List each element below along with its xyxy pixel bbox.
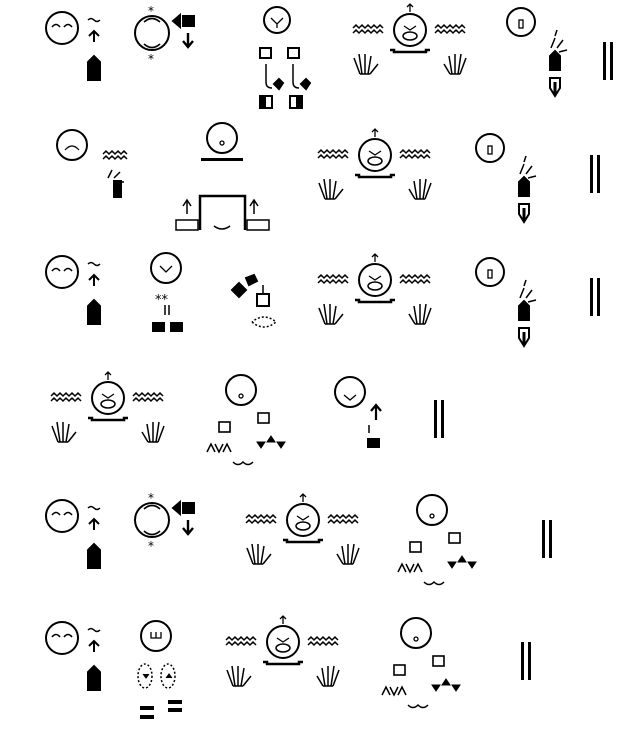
sign-period xyxy=(589,277,601,317)
sign-period xyxy=(433,399,445,439)
sign-face-waves-hands xyxy=(244,492,361,566)
sign-face-hands-curved-arrows xyxy=(259,6,312,109)
sign-face-waves-hand xyxy=(56,129,128,198)
sign-face-waves-hands xyxy=(49,370,166,444)
sign-face-waves-hands xyxy=(351,2,468,76)
sign-face-closed-eyes-fist xyxy=(45,499,101,569)
sign-face-stars-arrow xyxy=(133,489,197,555)
sign-face-closed-eyes-fist xyxy=(45,621,101,691)
sign-line-1 xyxy=(45,2,614,109)
sign-line-5 xyxy=(45,489,553,586)
svg-text:**: ** xyxy=(155,293,169,308)
sign-face-table xyxy=(175,122,270,231)
sign-period xyxy=(541,519,553,559)
sign-period xyxy=(589,154,601,194)
sign-line-2 xyxy=(56,122,601,231)
sign-face-hand-burst-arrow xyxy=(474,132,538,224)
sign-face-stars-arrow xyxy=(133,2,197,68)
sign-period xyxy=(520,641,532,681)
sign-face-hand-burst-arrow xyxy=(505,6,569,98)
sign-face-arrow-square xyxy=(334,376,382,448)
sign-line-3: ** xyxy=(45,252,601,348)
sign-face-closed-eyes-fist xyxy=(45,11,101,81)
sign-line-4 xyxy=(49,370,445,466)
sign-face-closed-eyes-fist xyxy=(45,255,101,325)
sign-face-waves-hands xyxy=(316,127,433,201)
sign-line-6 xyxy=(45,614,532,719)
sign-face-waves-hands xyxy=(224,614,341,688)
sign-diamond-square xyxy=(230,273,278,328)
sign-period xyxy=(602,41,614,81)
sign-face-squares-arrows xyxy=(397,494,477,586)
sign-face-waves-hands xyxy=(316,252,433,326)
sign-face-dotted-hands xyxy=(137,620,182,719)
sign-face-stars-hands: ** xyxy=(150,252,183,332)
sign-face-hand-burst-arrow xyxy=(474,256,538,348)
sign-face-squares-arrows xyxy=(206,374,286,466)
sign-face-squares-arrows xyxy=(381,617,461,709)
